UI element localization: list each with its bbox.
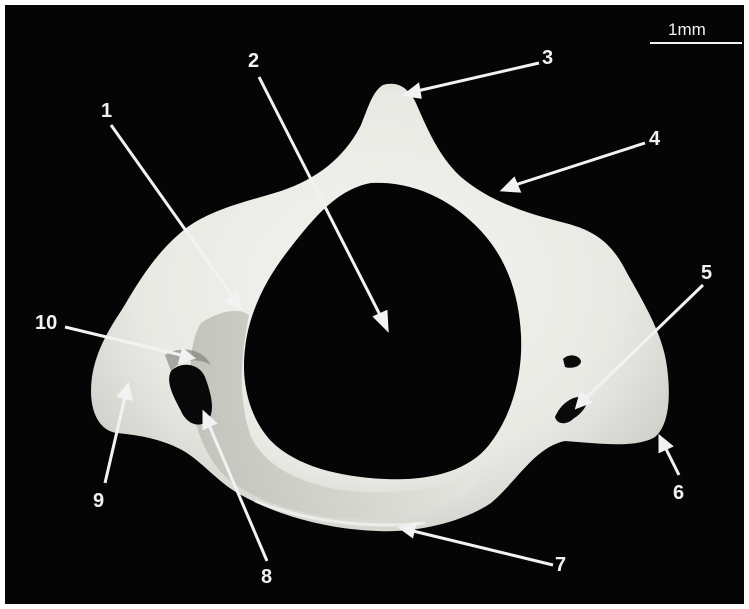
vertebra-illustration: [5, 5, 744, 604]
label-1: 1: [101, 101, 112, 121]
specimen-photo: 1mm 1 2 3 4 5 6 7 8 9 10: [5, 5, 744, 604]
arrow-3: [417, 63, 539, 91]
label-2: 2: [248, 51, 259, 71]
label-8: 8: [261, 567, 272, 587]
label-6: 6: [673, 483, 684, 503]
arrow-6: [665, 447, 679, 475]
label-9: 9: [93, 491, 104, 511]
label-3: 3: [542, 48, 553, 68]
label-7: 7: [555, 555, 566, 575]
label-5: 5: [701, 263, 712, 283]
scale-bar-line: [650, 42, 742, 44]
label-10: 10: [35, 313, 57, 333]
scale-bar-label: 1mm: [668, 21, 706, 38]
arrowhead-4: [503, 179, 519, 191]
arrow-7: [413, 531, 553, 565]
label-4: 4: [649, 129, 660, 149]
arrowhead-6: [660, 437, 671, 451]
arrow-4: [515, 143, 645, 185]
